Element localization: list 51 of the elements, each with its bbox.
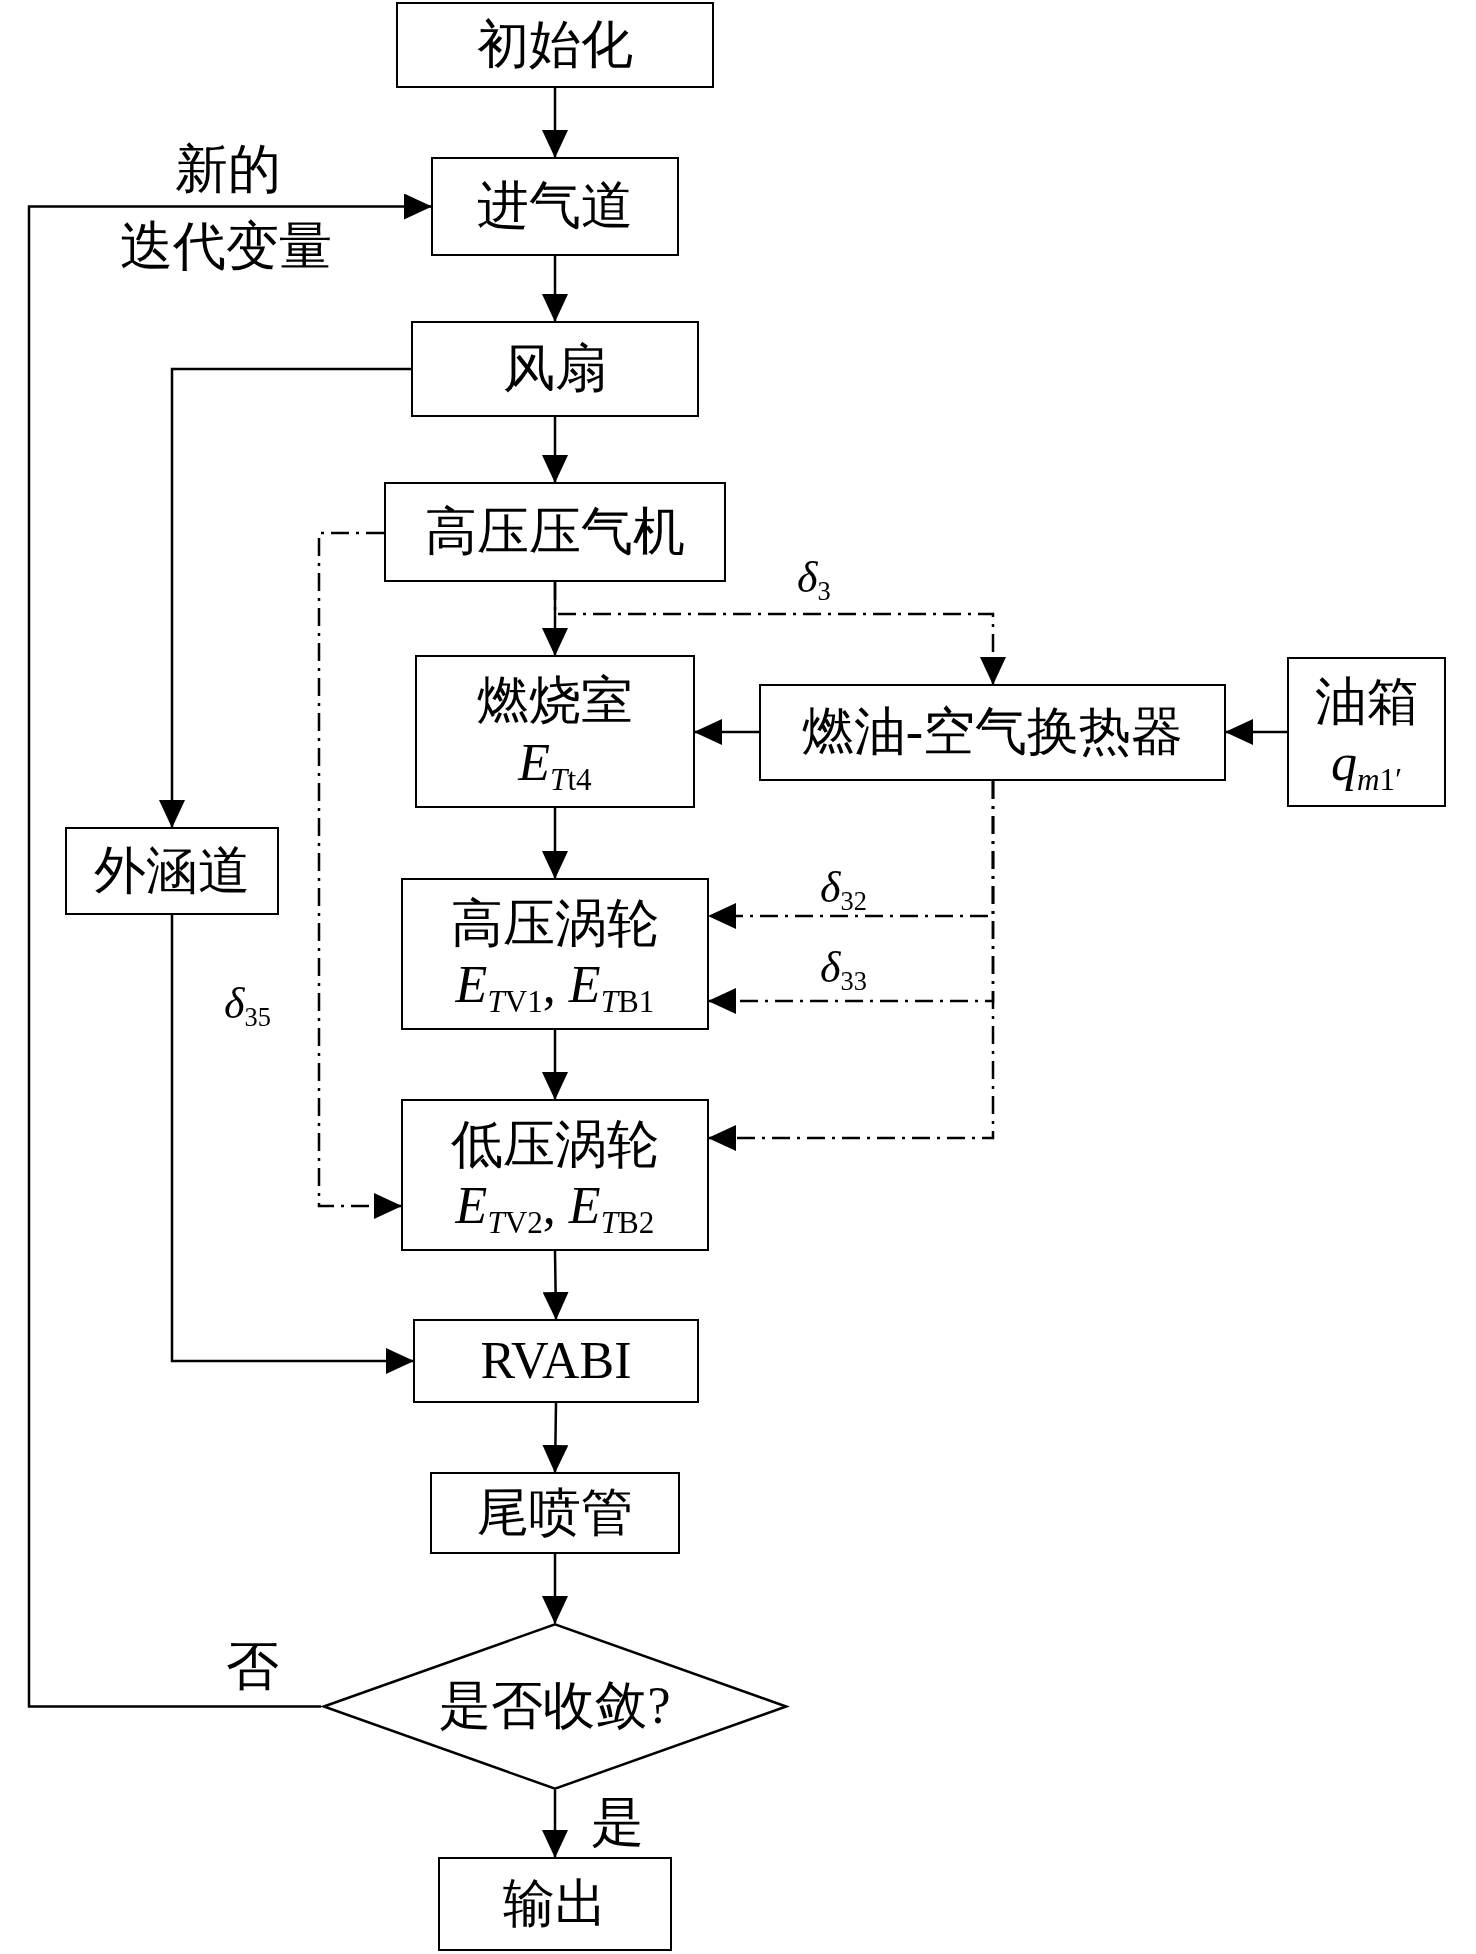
edge-label: δ$_{35}$ [224, 982, 271, 1026]
flow-arrow [159, 367, 411, 828]
flow-arrow [542, 88, 568, 158]
node-label: 风扇 [503, 338, 607, 399]
process-box [431, 157, 679, 256]
node-label: 燃油-空气换热器 [801, 702, 1184, 763]
node-label: 油箱 [1314, 671, 1419, 732]
flow-arrow [542, 1554, 568, 1624]
node-label: 低压涡轮 [451, 1114, 659, 1175]
flow-arrow [170, 915, 414, 1374]
node-label: RVABI [480, 1330, 632, 1391]
flow-arrow [542, 1790, 568, 1858]
dashed-flow-arrow [708, 781, 995, 1151]
dashed-flow-arrow [317, 531, 402, 1219]
flow-arrow [542, 1403, 569, 1473]
node-label: 燃烧室 [477, 671, 633, 732]
flow-arrow [542, 256, 568, 322]
flow-arrow [27, 193, 432, 1708]
process-box [1287, 657, 1446, 807]
process-box [401, 1099, 709, 1251]
process-box [384, 482, 726, 582]
node-label: 高压压气机 [425, 501, 685, 562]
node-label: 初始化 [477, 14, 633, 75]
decision-diamond [321, 1623, 789, 1790]
process-box [759, 684, 1226, 781]
flow-arrow [542, 1030, 568, 1100]
process-box [438, 1857, 672, 1951]
node-label: 高压涡轮 [451, 893, 659, 954]
flow-arrow [542, 1251, 569, 1320]
edge-label: δ$_{33}$ [820, 946, 867, 990]
process-box [413, 1319, 699, 1403]
edge-label: 是 [591, 1796, 644, 1849]
node-label: 进气道 [477, 176, 633, 237]
edge-label: 否 [226, 1640, 279, 1693]
process-box [65, 827, 279, 915]
node-label: 尾喷管 [477, 1482, 633, 1543]
node-label: 外涵道 [94, 840, 250, 901]
process-box [415, 655, 695, 808]
process-box [411, 321, 699, 417]
node-label: 输出 [503, 1873, 607, 1934]
edge-label: δ$_{3}$ [797, 556, 831, 600]
flow-arrow [542, 808, 568, 879]
process-box [401, 878, 709, 1030]
flow-arrow [694, 719, 759, 745]
flow-arrow [542, 417, 568, 483]
dashed-flow-arrow [553, 582, 1006, 685]
flow-arrow [1225, 719, 1287, 745]
process-box [430, 1472, 680, 1554]
node-label: 是否收敛? [439, 1676, 671, 1737]
edge-label: δ$_{32}$ [820, 866, 867, 910]
process-box [396, 2, 714, 88]
